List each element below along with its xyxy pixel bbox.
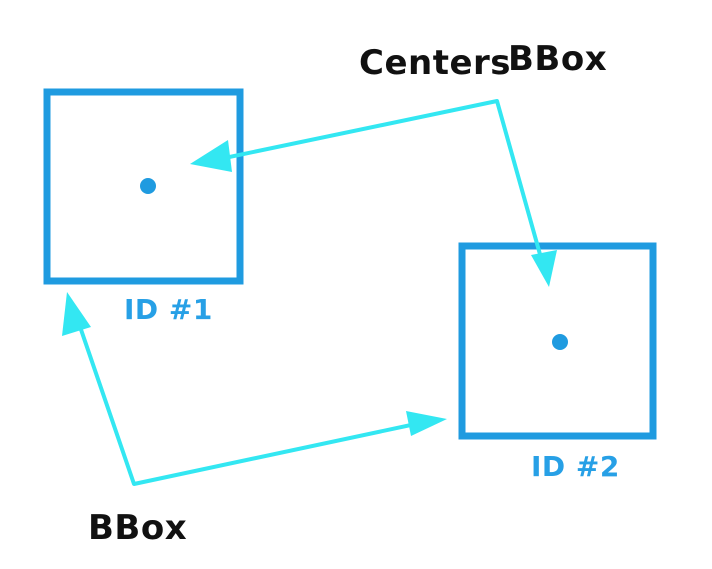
bbox-label-top: BBox: [508, 39, 608, 79]
centers-label: Centers: [359, 43, 512, 83]
bbox-arrowhead-id1: [62, 292, 91, 336]
id1-label: ID #1: [124, 293, 213, 326]
centers-arrowhead-id1: [190, 140, 232, 172]
bbox-id2: [458, 242, 657, 440]
bbox-label-bottom: BBox: [88, 508, 188, 548]
bbox-arrowhead-id2: [406, 411, 447, 436]
centers-connector-line: [213, 99, 545, 267]
bbox-connector-line: [74, 313, 427, 486]
centers-arrowhead-id2: [531, 250, 557, 287]
center-dot-id2: [552, 334, 568, 350]
bbox-id1: [43, 88, 244, 285]
center-dot-id1: [140, 178, 156, 194]
id2-label: ID #2: [531, 450, 620, 483]
